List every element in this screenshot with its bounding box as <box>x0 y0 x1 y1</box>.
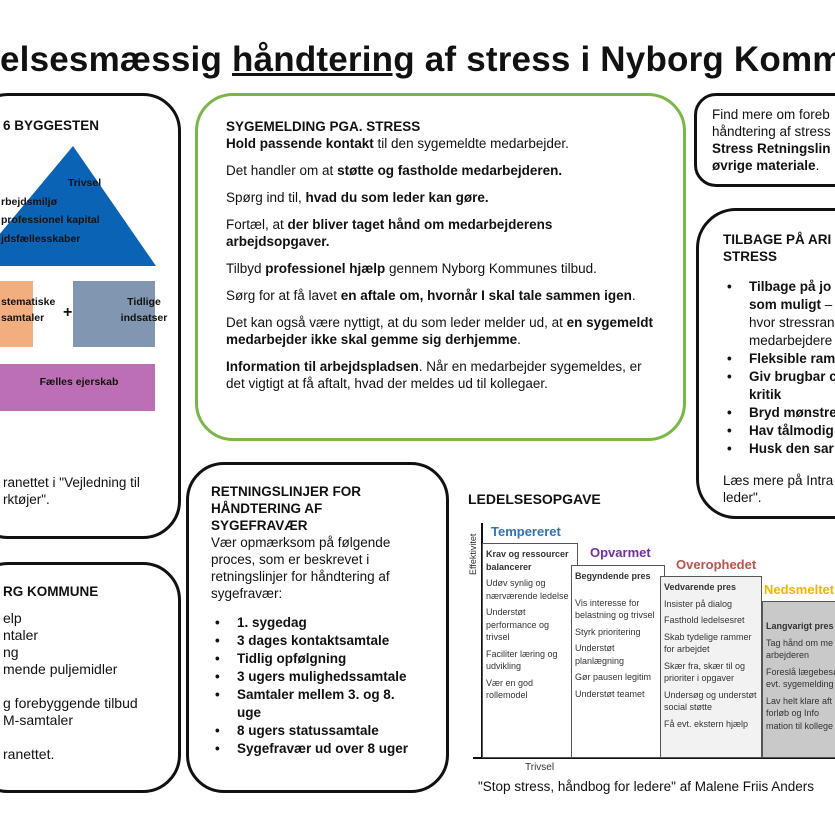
text-line: Stress Retningslin <box>712 141 831 156</box>
list-item: 1. sygedag <box>211 614 411 632</box>
text-line: Find mere om foreb <box>712 107 830 122</box>
tilbage-footer: Læs mere på Intra <box>723 473 834 488</box>
paragraph: Spørg ind til, hvad du som leder kan gør… <box>226 190 489 205</box>
list-item: 3 dages kontaktsamtale <box>211 632 411 650</box>
text-line: g forebyggende tilbud <box>3 695 138 711</box>
list-item: Bryd mønstre <box>723 404 835 422</box>
text-line: ntaler <box>3 627 39 643</box>
list-item: Hav tålmodig <box>723 422 835 440</box>
plus-sign: + <box>63 304 73 321</box>
text-line: ng <box>3 644 19 660</box>
triangle-shape <box>0 146 156 266</box>
byggesten-diagram <box>0 146 156 411</box>
guidelines-heading: RETNINGSLINJER FOR HÅNDTERING AF SYGEFRA… <box>211 484 362 533</box>
paragraph: Det kan også være nyttigt, at du som led… <box>226 315 653 347</box>
paragraph: Sørg for at få lavet en aftale om, hvorn… <box>226 288 636 303</box>
text-line: håndtering af stress <box>712 124 831 139</box>
systematic-talks-label: stematiske samtaler <box>1 296 56 324</box>
byggesten-heading: 6 BYGGESTEN <box>3 118 100 133</box>
stage-column: Vedvarende pres Insister på dialog Fasth… <box>660 576 762 758</box>
stage-label: Nedsmeltet <box>764 582 835 597</box>
list-item: Tidlig opfølgning <box>211 650 411 668</box>
stage-label: Opvarmet <box>590 545 651 560</box>
guidelines-panel: RETNINGSLINJER FOR HÅNDTERING AF SYGEFRA… <box>186 462 449 793</box>
text-line: elp <box>3 610 22 626</box>
paragraph: Tilbyd professionel hjælp gennem Nyborg … <box>226 261 597 276</box>
x-axis <box>473 757 835 759</box>
triangle-labels: Trivsel rbejdsmiljø professionel kapital… <box>1 177 102 245</box>
y-axis-label: Effektivitet <box>468 533 478 575</box>
stage-column: Krav og ressourcer balancerer Udøv synli… <box>482 543 578 758</box>
early-efforts-label: Tidlige indsatser <box>120 296 168 324</box>
text-line: øvrige materiale. <box>712 158 820 173</box>
sygemelding-heading: SYGEMELDING PGA. STRESS <box>226 119 421 134</box>
x-axis-label: Trivsel <box>525 762 555 773</box>
stage-label: Tempereret <box>491 524 561 539</box>
paragraph: Det handler om at støtte og fastholde me… <box>226 163 563 178</box>
shared-ownership-label: Fælles ejerskab <box>39 376 119 388</box>
guidelines-list: 1. sygedag 3 dages kontaktsamtale Tidlig… <box>211 614 411 758</box>
list-item: 3 ugers mulighedssamtale <box>211 668 411 686</box>
purple-band <box>0 364 155 411</box>
text-line: M-samtaler <box>3 712 74 728</box>
list-item: Fleksible ram <box>723 350 835 368</box>
byggesten-footer: ranettet i "Vejledning til rktøjer". <box>3 475 140 507</box>
stage-label: Overophedet <box>676 557 757 572</box>
guidelines-intro: Vær opmærksom på følgende proces, som er… <box>211 535 391 601</box>
source-caption: "Stop stress, håndbog for ledere" af Mal… <box>478 779 815 794</box>
stage-column: Langvarigt pres Tag hånd om me arbejdere… <box>762 601 835 758</box>
page-title: elsesmæssig håndtering af stress i Nybor… <box>0 40 835 79</box>
paragraph: Fortæl, at der bliver taget hånd om meda… <box>226 217 553 249</box>
kommune-panel: RG KOMMUNE elp ntaler ng mende puljemidl… <box>0 562 181 793</box>
list-item: Sygefravær ud over 8 uger <box>211 740 411 758</box>
ledelse-heading: LEDELSESOPGAVE <box>468 491 601 507</box>
list-item: Husk den sar <box>723 440 835 458</box>
find-more-panel: Find mere om foreb håndtering af stress … <box>694 93 835 187</box>
orange-block <box>0 281 33 347</box>
paragraph: Information til arbejdspladsen. Når en m… <box>226 359 642 391</box>
tilbage-heading: TILBAGE PÅ ARI <box>723 232 832 247</box>
byggesten-panel: 6 BYGGESTEN Trivsel rbejdsmiljø professi… <box>0 93 181 539</box>
list-item: 8 ugers statussamtale <box>211 722 411 740</box>
text-line: ranettet. <box>3 746 55 762</box>
paragraph: Hold passende kontakt til den sygemeldte… <box>226 136 569 151</box>
text-line: mende puljemidler <box>3 661 118 677</box>
sygemelding-panel: SYGEMELDING PGA. STRESS Hold passende ko… <box>195 93 686 441</box>
gray-block <box>73 281 155 347</box>
stage-column: Begyndende pres Vis interesse for belast… <box>571 565 665 758</box>
kommune-heading: RG KOMMUNE <box>3 584 99 599</box>
list-item: Samtaler mellem 3. og 8. uge <box>211 686 411 722</box>
